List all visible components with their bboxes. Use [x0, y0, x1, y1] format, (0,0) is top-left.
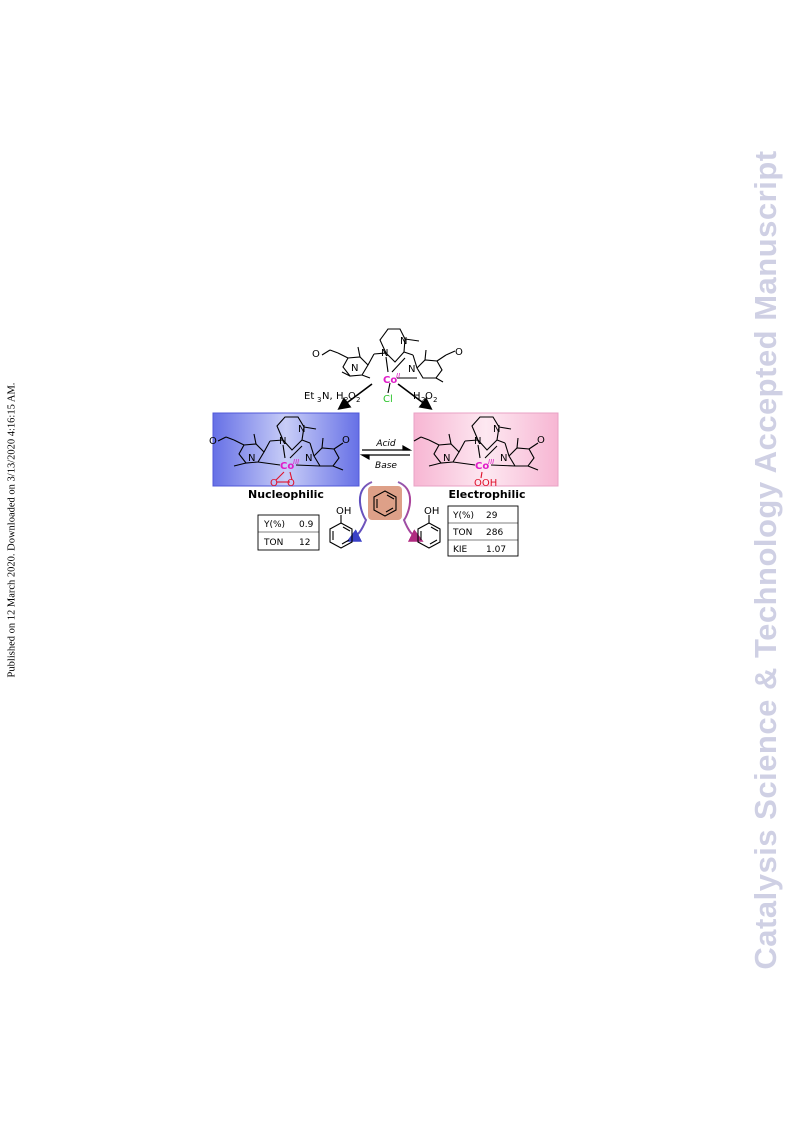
phenol-icon-right [417, 515, 441, 549]
svg-text:H: H [413, 391, 421, 402]
right-cobalt-label: Co [475, 461, 489, 472]
methoxy-o-left: O [312, 349, 320, 360]
arrow-to-nucleophilic [337, 383, 373, 410]
left-amine-n: N [279, 436, 286, 447]
table-right-cell: 286 [486, 528, 503, 538]
left-cobalt-iii: III [293, 458, 299, 466]
left-amine-n2: N [298, 424, 305, 435]
left-cobalt-label: Co [280, 461, 294, 472]
left-methoxy-o1: O [209, 436, 217, 447]
table-right-cell: 1.07 [486, 545, 506, 555]
right-pyridine-n2: N [500, 453, 507, 464]
table-left-cell: TON [263, 538, 283, 548]
right-amine-n: N [474, 436, 481, 447]
reagent-h2o2: H 2 O 2 [413, 391, 437, 404]
table-right-cell: TON [452, 528, 472, 538]
svg-text:2: 2 [433, 396, 437, 404]
right-pyridine-n1: N [443, 453, 450, 464]
results-table-right: Y(%) 29 TON 286 KIE 1.07 [447, 505, 519, 557]
reagent-et3n-h2o2: Et 3 N, H 2 O 2 [304, 391, 360, 404]
svg-text:O: O [348, 391, 356, 402]
phenol-oh-right: OH [424, 506, 439, 517]
cobalt-ii-label: Co [383, 375, 397, 386]
svg-text:O: O [425, 391, 433, 402]
acid-base-equilibrium [359, 444, 413, 461]
svg-text:N,: N, [322, 391, 333, 402]
table-right-cell: KIE [453, 545, 468, 555]
table-right-cell: Y(%) [452, 511, 474, 521]
svg-text:N: N [351, 363, 358, 374]
svg-text:2: 2 [356, 396, 360, 404]
table-right-cell: 29 [486, 511, 498, 521]
arrow-to-electrophilic [397, 383, 433, 410]
left-pyridine-n2: N [305, 453, 312, 464]
arrow-to-phenol-left [346, 481, 373, 542]
benzene-icon [373, 490, 397, 517]
amine-n-left: N [381, 348, 388, 359]
table-left-cell: Y(%) [263, 520, 285, 530]
right-methoxy-o2: O [537, 435, 545, 446]
svg-text:Et: Et [304, 391, 314, 402]
left-pyridine-n1: N [248, 453, 255, 464]
svg-text:2: 2 [344, 396, 348, 404]
svg-text:2: 2 [421, 396, 425, 404]
cobalt-ii-oxidation-state: II [396, 372, 400, 380]
nucleophilic-label: Nucleophilic [248, 488, 324, 501]
peroxo-o1: O [270, 478, 278, 489]
coiii-hydroperoxo-complex [413, 416, 539, 479]
nucleophilic-complex-box [212, 412, 360, 487]
svg-text:3: 3 [317, 396, 321, 404]
chloride-label: Cl [383, 394, 393, 405]
table-left-cell: 12 [299, 538, 310, 548]
svg-text:H: H [336, 391, 344, 402]
right-cobalt-iii: III [488, 458, 494, 466]
coiii-peroxo-complex [217, 416, 344, 483]
methoxy-o-right: O [455, 347, 463, 358]
right-amine-n2: N [493, 424, 500, 435]
arrow-to-phenol-right [397, 481, 424, 542]
results-table-left: Y(%) 0.9 TON 12 [257, 514, 320, 551]
left-methoxy-o2: O [342, 435, 350, 446]
electrophilic-label: Electrophilic [448, 488, 525, 501]
peroxo-o2: O [287, 478, 295, 489]
hydroperoxo-oo: OOH [474, 478, 497, 489]
amine-n-right: N [400, 336, 407, 347]
base-label: Base [375, 461, 397, 471]
phenol-oh-left: OH [336, 506, 351, 517]
coii-complex [321, 328, 456, 394]
acid-label: Acid [375, 439, 396, 449]
pyridine-n-right: N [408, 364, 415, 375]
table-left-cell: 0.9 [299, 520, 314, 530]
phenol-icon-left [329, 515, 353, 549]
